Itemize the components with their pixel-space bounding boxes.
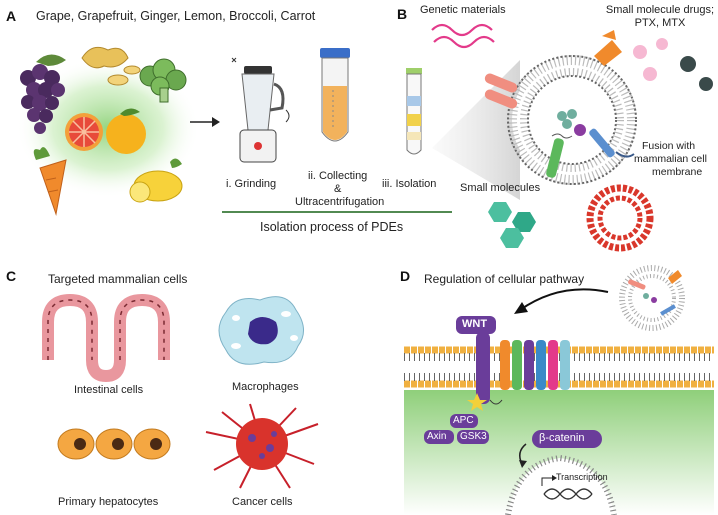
blender-icon — [231, 57, 290, 163]
cellular-pathway-title: Regulation of cellular pathway — [424, 272, 585, 286]
step-ampersand: & — [334, 183, 342, 195]
liposome-icon — [586, 184, 654, 252]
cancer-cells-label: Cancer cells — [232, 496, 293, 508]
macrophage-icon — [218, 296, 304, 365]
gsk3-badge — [457, 430, 489, 444]
small-molecules-label: Small molecules — [460, 182, 541, 194]
macrophages-label: Macrophages — [232, 381, 299, 393]
nucleus-icon — [505, 454, 617, 515]
grape-icon — [20, 54, 66, 134]
panel-b-letter: B — [397, 6, 408, 22]
intestinal-cells-icon — [42, 293, 170, 383]
hepatocytes-label: Primary hepatocytes — [58, 496, 159, 508]
panel-c-graphics — [42, 293, 319, 489]
process-arrow — [190, 117, 220, 127]
orange-icon — [106, 108, 146, 154]
step-isolation: iii. Isolation — [382, 178, 437, 190]
mini-vesicle-icon — [619, 265, 685, 331]
apc-label: APC — [453, 415, 474, 426]
hepatocytes-icon — [57, 428, 171, 460]
axin-label: Axin — [427, 431, 447, 442]
cancer-cell-icon — [205, 403, 319, 489]
panel-a-letter: A — [6, 8, 17, 24]
small-drugs-label-2: PTX, MTX — [634, 17, 686, 29]
axin-badge — [424, 430, 454, 444]
vesicle-icon — [484, 30, 637, 185]
small-drugs-label-1: Small molecule drugs; — [605, 4, 715, 16]
panel-d-graphics — [404, 265, 714, 515]
wnt-label: WNT — [462, 318, 488, 330]
isolation-tube-icon — [406, 68, 422, 155]
sources-list: Grape, Grapefruit, Ginger, Lemon, Brocco… — [36, 9, 316, 23]
broccoli-icon — [139, 58, 187, 103]
apc-badge — [450, 414, 478, 428]
targeted-cells-title: Targeted mammalian cells — [48, 272, 188, 286]
bcatenin-badge — [532, 430, 602, 448]
genetic-material-icon — [431, 23, 495, 49]
small-molecules-icon — [488, 202, 536, 248]
fusion-label-2: mammalian cell — [634, 153, 707, 165]
intestinal-cells-label: Intestinal cells — [74, 384, 144, 396]
step-collecting: ii. Collecting — [308, 170, 368, 182]
panel-b-graphics — [431, 23, 713, 252]
panel-c-letter: C — [6, 268, 17, 284]
fusion-label-1: Fusion with — [642, 140, 696, 152]
lemon-icon — [129, 158, 183, 203]
centrifuge-tube-icon — [320, 48, 350, 142]
genetic-materials-label: Genetic materials — [420, 4, 506, 16]
bcatenin-label: β-catenin — [539, 432, 585, 444]
fusion-label-3: membrane — [652, 166, 703, 178]
drug-spheres-icon — [633, 38, 713, 91]
step-ultracentrifugation: Ultracentrifugation — [295, 196, 385, 208]
carrot-icon — [33, 147, 67, 216]
isolation-caption: Isolation process of PDEs — [260, 220, 404, 234]
wnt-badge — [456, 316, 496, 334]
gsk3-label: GSK3 — [460, 431, 487, 442]
panel-d-letter: D — [400, 268, 411, 284]
panel-a-graphics — [16, 46, 452, 216]
transcription-label: Transcription — [556, 472, 608, 482]
cell-membrane — [404, 346, 714, 388]
wnt-receptor — [467, 332, 570, 411]
grapefruit-icon — [65, 113, 103, 151]
ginger-icon — [81, 46, 141, 86]
pathway-arrow — [519, 288, 609, 311]
step-grinding: i. Grinding — [226, 178, 277, 190]
